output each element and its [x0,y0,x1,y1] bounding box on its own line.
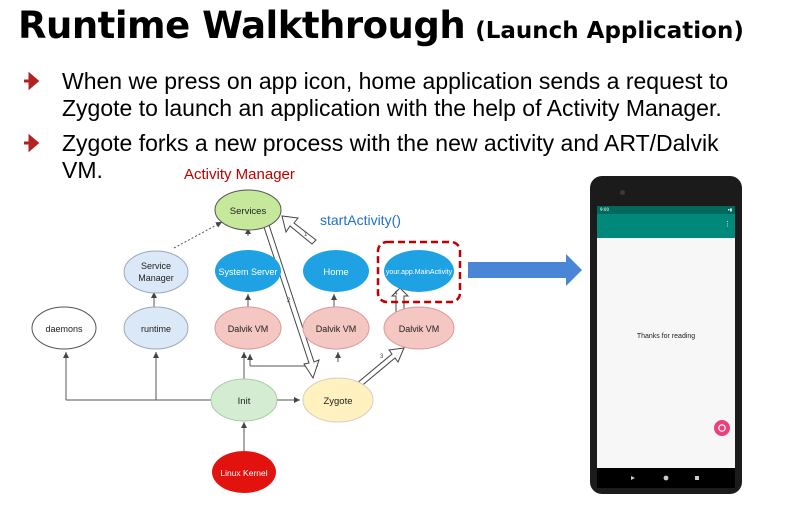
fab-button[interactable] [714,420,730,436]
slide-title: Runtime Walkthrough (Launch Application) [18,4,744,47]
node-linux-kernel: Linux Kernel [212,451,276,493]
node-init: Init [210,378,278,422]
step-numbers: 1 2 3 4 [287,232,398,360]
node-dalvik-vm-system: Dalvik VM [214,306,282,350]
nav-icons [631,475,699,481]
node-runtime: runtime [123,306,189,350]
phone-status-bar: 9:00 ▾▮ [597,206,735,214]
step-4-label: 4 [394,291,398,297]
nav-recents-icon[interactable] [695,476,699,480]
node-home-label: Home [323,267,348,278]
slide-title-sub: (Launch Application) [475,18,744,44]
phone-nav-bar [597,468,735,488]
node-main-activity-label: your.app.MainActivity [386,269,453,276]
phone-screen: 9:00 ▾▮ ⋮ Thanks for reading [597,206,735,468]
node-init-label: Init [238,396,251,407]
bullet-2-line-1: Zygote forks a new process with the new … [62,130,719,156]
bullet-1-line-2: Zygote to launch an application with the… [62,95,722,121]
node-service-manager-line1: Service [141,261,171,271]
overflow-menu-icon[interactable]: ⋮ [724,220,731,228]
bullet-1-line-1: When we press on app icon, home applicat… [62,68,729,94]
node-system-server-label: System Server [218,267,277,277]
node-services-label: Services [230,206,267,217]
node-zygote: Zygote [302,377,374,423]
nav-back-icon[interactable] [631,476,635,480]
nav-home-icon[interactable] [663,475,669,481]
fab-icon [718,424,726,432]
bullet-arrow-icon [24,72,40,90]
node-services: Services [214,189,282,231]
node-dalvik-vm-label: Dalvik VM [228,324,269,334]
step-2-label: 2 [287,298,291,304]
node-dalvik-vm-home: Dalvik VM [302,306,370,350]
node-dalvik-vm-label: Dalvik VM [316,324,357,334]
phone-signal-icon: ▾▮ [727,207,732,212]
node-home: Home [303,250,369,292]
step-1-label: 1 [304,232,308,238]
node-daemons: daemons [31,306,97,350]
node-dalvik-vm-app: Dalvik VM [383,306,455,350]
step-3-label: 3 [380,354,384,360]
node-main-activity: your.app.MainActivity [376,240,462,304]
launch-arrow-icon [468,254,582,286]
phone-camera-icon [620,190,625,195]
phone-app-bar: ⋮ [597,214,735,238]
node-service-manager: Service Manager [123,250,189,294]
node-dalvik-vm-label: Dalvik VM [399,324,440,334]
node-service-manager-line2: Manager [138,273,174,283]
node-system-server: System Server [215,250,281,292]
bullet-2-line-2: VM. [62,157,103,183]
bullet-arrow-icon [24,134,40,152]
phone-message: Thanks for reading [636,333,696,340]
node-linux-kernel-label: Linux Kernel [220,468,267,478]
slide-title-main: Runtime Walkthrough [18,4,466,47]
node-daemons-label: daemons [45,324,83,334]
node-zygote-label: Zygote [323,396,352,407]
phone-status-time: 9:00 [600,207,609,212]
activity-manager-label: Activity Manager [184,166,295,183]
node-runtime-label: runtime [141,324,171,334]
phone-mockup: 9:00 ▾▮ ⋮ Thanks for reading [590,176,742,494]
connector-lines [63,221,341,452]
start-activity-label: startActivity() [320,212,401,228]
